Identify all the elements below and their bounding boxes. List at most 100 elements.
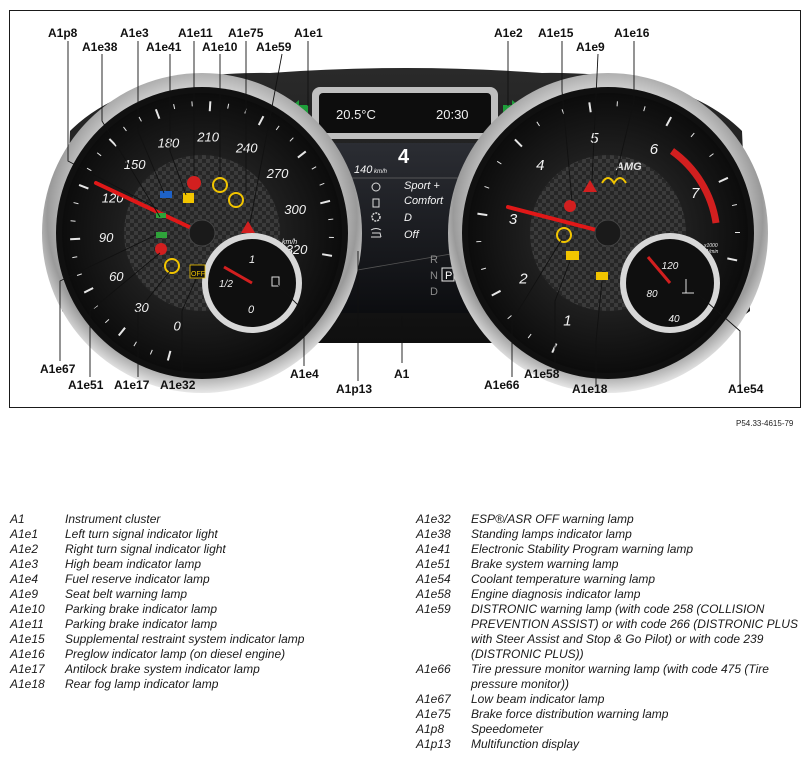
legend-description: Coolant temperature warning lamp <box>471 572 656 586</box>
instrument-cluster-figure: 20.5°C 20:30 4 140 km/h Sport + Comfort … <box>9 10 801 408</box>
legend-description: Engine diagnosis indicator lamp <box>471 587 641 601</box>
mfd-drive-mode-2: Comfort <box>404 195 444 207</box>
speedo-tick <box>289 137 294 142</box>
legend-description: Parking brake indicator lamp <box>65 617 218 631</box>
callout-A1e59: A1e59 <box>256 40 292 54</box>
speedo-tick <box>166 350 172 361</box>
tacho-tick <box>709 153 714 158</box>
tacho-label: 2 <box>518 271 528 288</box>
legend-code: A1e15 <box>10 632 45 646</box>
legend-code: A1e2 <box>10 542 39 556</box>
speedo-tick <box>319 182 325 186</box>
legend-code: A1e4 <box>10 572 39 586</box>
legend-description: Speedometer <box>471 722 544 736</box>
speedo-tick <box>173 103 176 110</box>
legend-description: DISTRONIC warning lamp (with code 258 (C… <box>471 602 798 661</box>
tacho-label: 1 <box>563 312 571 329</box>
mfd-gear-icon <box>371 212 381 222</box>
legend-description: Brake force distribution warning lamp <box>471 707 669 721</box>
speedo-tick <box>76 273 82 276</box>
tacho-tick <box>727 257 738 262</box>
gear-selector-d: D <box>430 286 438 298</box>
mfd-speed: 140 <box>354 164 373 176</box>
gear-selector-n: N <box>430 270 438 282</box>
speedo-tick <box>320 199 331 205</box>
esp-off-text: OFF <box>191 271 205 278</box>
speedo-tick <box>73 202 79 205</box>
legend-description: Brake system warning lamp <box>471 557 619 571</box>
tacho-tick <box>731 203 737 207</box>
speedo-label: 240 <box>235 141 258 156</box>
speedo-tick <box>311 166 317 170</box>
speedo-needle <box>94 181 204 235</box>
speedo-tick <box>83 287 94 294</box>
callout-A1e54: A1e54 <box>728 382 764 396</box>
standing-lamp-icon <box>156 213 166 218</box>
fuel-label-half: 1/2 <box>219 279 233 290</box>
tacho-tick <box>536 121 540 127</box>
callout-A1e17: A1e17 <box>114 378 150 392</box>
tacho-tick <box>481 267 487 270</box>
temp-label: 40 <box>668 314 680 325</box>
legend-description: Low beam indicator lamp <box>471 692 605 706</box>
tacho-tick <box>496 160 502 165</box>
speedo-tick <box>108 138 118 147</box>
speedo-tick <box>208 101 212 112</box>
speedo-tick <box>154 108 161 120</box>
abs-lamp-icon <box>164 258 180 274</box>
callout-A1e16: A1e16 <box>614 26 650 40</box>
callout-A1e18: A1e18 <box>572 382 608 396</box>
legend-description: Supplemental restraint system indicator … <box>65 632 305 646</box>
legend-description: Rear fog lamp indicator lamp <box>65 677 219 691</box>
callout-A1e32: A1e32 <box>160 378 196 392</box>
speedo-tick <box>328 218 334 221</box>
fuel-label-zero: 0 <box>248 304 255 316</box>
legend-code: A1p13 <box>416 737 451 751</box>
seat-belt-lamp-icon <box>583 180 597 192</box>
legend-code: A1e17 <box>10 662 45 676</box>
tacho-tick <box>561 109 565 115</box>
legend-code: A1e54 <box>416 572 451 586</box>
tacho-tick <box>718 176 729 183</box>
legend-description: Multifunction display <box>471 737 580 751</box>
mfd-gear: 4 <box>398 146 410 168</box>
speedo-tick <box>321 253 333 257</box>
legend-description: Standing lamps indicator lamp <box>471 527 632 541</box>
speedo-tick <box>123 126 127 132</box>
speedo-tick <box>275 125 280 131</box>
tacho-tick <box>491 289 502 297</box>
tacho-unit-1: x1000 <box>703 243 718 249</box>
speedo-tick <box>86 167 92 172</box>
legend-code: A1 <box>10 512 25 526</box>
legend-code: A1p8 <box>416 722 445 736</box>
rear-fog-lamp-icon <box>596 272 608 280</box>
speedo-tick <box>138 116 142 122</box>
gear-selector-p: P <box>445 270 452 282</box>
legend-description: Instrument cluster <box>65 512 161 526</box>
esp-off-lamp-icon <box>189 264 206 279</box>
redline-arc <box>669 148 720 224</box>
gear-selector-r: R <box>430 254 438 266</box>
speedo-tick <box>257 115 265 126</box>
tacho-tick <box>527 333 532 339</box>
brake-force-lamp-icon <box>228 192 244 208</box>
mfd-suspension-icon <box>372 198 380 208</box>
legend-code: A1e18 <box>10 677 45 691</box>
srs-lamp-icon <box>564 200 576 212</box>
speedo-tick <box>117 327 126 337</box>
tacho-tick <box>484 185 490 189</box>
legend-description: Left turn signal indicator light <box>65 527 218 541</box>
high-beam-lamp-icon <box>160 191 172 198</box>
legend-row: A1p8 Speedometer <box>416 722 800 737</box>
callout-A1e66: A1e66 <box>484 378 520 392</box>
callout-A1e2: A1e2 <box>494 26 523 40</box>
